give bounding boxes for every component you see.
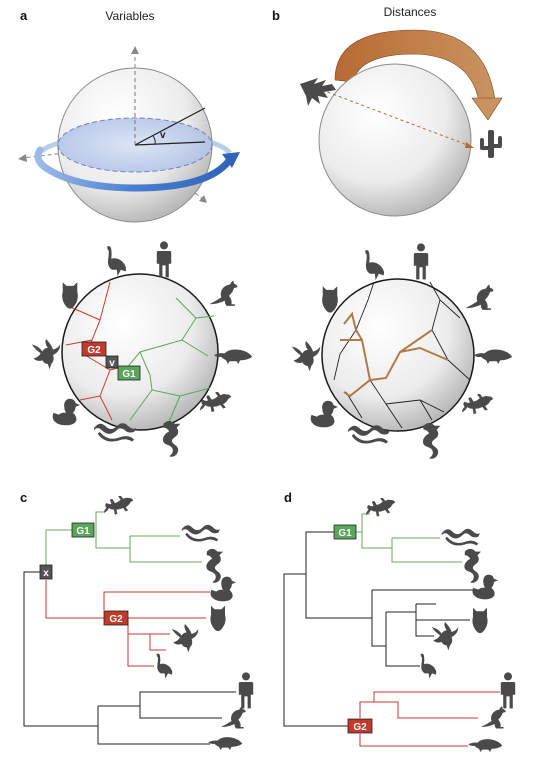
- duck-icon: [52, 398, 80, 426]
- angle-ray-1: [134, 141, 206, 146]
- panel-c: c x G1: [20, 490, 254, 750]
- x-tag-text: x: [43, 568, 49, 579]
- panel-a-letter: a: [20, 8, 28, 23]
- brown-tree: [340, 311, 449, 398]
- duck-icon-c: [210, 576, 236, 602]
- angle-label: v: [160, 130, 166, 141]
- panel-b-title: Distances: [384, 5, 437, 19]
- distance-dashed-line: [321, 89, 471, 147]
- platypus-icon: [214, 349, 253, 364]
- eagle-icon-d: [431, 622, 459, 651]
- bird-silhouette: [300, 78, 336, 106]
- panel-a-title: Variables: [105, 9, 154, 23]
- panel-b: b Distances: [272, 5, 503, 217]
- g1-tag-text: G1: [122, 369, 136, 380]
- human-icon: [156, 241, 172, 278]
- owl-icon-b: [322, 286, 338, 313]
- tree-sphere-left: G2 v G1: [31, 241, 253, 457]
- g1-tag-d: G1: [333, 524, 357, 540]
- eagle-icon: [31, 339, 61, 370]
- axis-arrow-left: [18, 154, 27, 162]
- rotation-arrow-front: [34, 146, 232, 192]
- tree-d-red: [359, 691, 500, 747]
- g1-tag-text-c: G1: [76, 526, 90, 537]
- owl-icon-d: [472, 607, 488, 634]
- axis-arrow-down: [199, 195, 207, 203]
- g1-tag-c: G1: [71, 522, 95, 538]
- tree-c-green: [45, 511, 202, 566]
- lizard-icon-b: [462, 394, 494, 415]
- distance-arrow-head: [471, 97, 503, 121]
- panel-a: a Variables v: [18, 8, 240, 223]
- platypus-icon-c: [208, 737, 243, 750]
- tall-bird-icon-c: [156, 653, 173, 679]
- cactus-silhouette: [480, 130, 502, 158]
- tree-c-red: [45, 580, 210, 667]
- g1-tag-text-d: G1: [338, 528, 352, 539]
- seahorse-icon-b: [422, 422, 441, 459]
- seahorse-icon-c: [206, 548, 223, 583]
- kangaroo-icon-c: [221, 706, 246, 729]
- lizard-icon-c: [104, 496, 134, 515]
- g2-tag-text-d: G2: [353, 722, 367, 733]
- tall-bird-icon-d: [420, 653, 437, 679]
- eagle-icon-c: [171, 624, 199, 653]
- seahorse-icon-d: [464, 548, 481, 583]
- g2-tag-left: G2: [81, 341, 107, 357]
- human-icon-c: [238, 672, 254, 709]
- angle-arc: [152, 135, 156, 145]
- snake-icon-d: [441, 528, 480, 546]
- owl-icon: [62, 282, 78, 309]
- g2-tag-d: G2: [347, 718, 373, 734]
- panel-d: d G1 G2: [283, 490, 516, 752]
- axis-arrow-up: [131, 46, 139, 54]
- owl-icon-c: [210, 605, 226, 632]
- kangaroo-icon-d: [481, 706, 506, 729]
- kangaroo-icon-b: [465, 284, 494, 310]
- tall-bird-icon-b: [365, 250, 384, 281]
- panel-d-letter: d: [284, 490, 292, 505]
- panel-c-letter: c: [20, 490, 27, 505]
- rotation-arrow-head: [222, 152, 240, 168]
- seahorse-icon: [162, 420, 181, 457]
- lizard-icon-d: [366, 498, 396, 517]
- x-tag-c: x: [39, 564, 53, 580]
- duck-icon-b: [310, 400, 338, 428]
- eagle-icon-b: [291, 341, 321, 372]
- g2-tag-c: G2: [103, 610, 129, 626]
- angle-ray-2: [134, 107, 206, 146]
- tree-d-green: [354, 513, 462, 563]
- kangaroo-icon: [209, 280, 238, 306]
- green-branches: [119, 297, 215, 425]
- g2-tag-text-c: G2: [109, 614, 123, 625]
- platypus-icon-b: [474, 349, 513, 364]
- human-icon-d: [500, 672, 516, 709]
- v-tag-text: v: [109, 358, 115, 369]
- g1-tag-left: G1: [117, 365, 141, 381]
- panel-b-letter: b: [272, 8, 280, 23]
- sphere-b: [318, 63, 472, 217]
- distance-line-head: [465, 142, 474, 148]
- tall-bird-icon: [107, 246, 126, 277]
- snake-icon-c: [181, 524, 220, 542]
- g2-tag-text: G2: [87, 345, 101, 356]
- v-tag-left: v: [105, 355, 119, 369]
- tree-sphere-right: [291, 243, 513, 459]
- tree-c-black: [23, 571, 236, 745]
- human-icon-b: [413, 243, 429, 280]
- tree-d-black: [283, 531, 476, 727]
- platypus-icon-d: [468, 739, 503, 752]
